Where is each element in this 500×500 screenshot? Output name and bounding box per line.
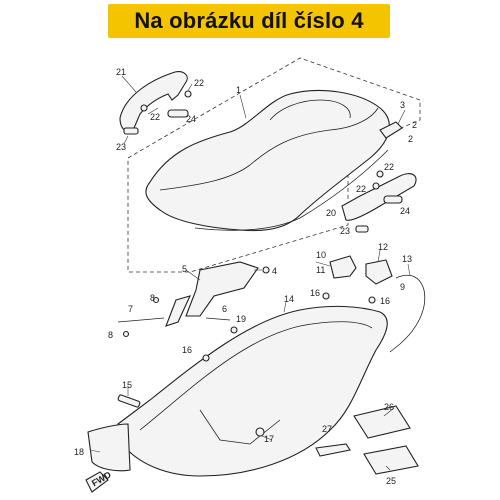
bolt-7 xyxy=(117,317,165,323)
title-banner: Na obrázku díl číslo 4 xyxy=(108,4,390,38)
callout-20: 20 xyxy=(326,208,336,218)
callout-22-topleft: 22 xyxy=(150,112,160,122)
callout-21: 21 xyxy=(116,67,126,77)
callout-24-left: 24 xyxy=(186,114,196,124)
callout-2-lower: 2 xyxy=(408,134,413,144)
callout-4: 4 xyxy=(272,266,277,276)
mat-26 xyxy=(353,405,411,439)
seat-hinge xyxy=(185,261,259,317)
callout-15: 15 xyxy=(122,380,132,390)
callout-23-left: 23 xyxy=(116,142,126,152)
callout-8-upper: 8 xyxy=(150,293,155,303)
callout-16-right: 16 xyxy=(380,296,390,306)
mat-25 xyxy=(363,445,419,475)
seat-clip xyxy=(379,121,403,139)
pad-23-left xyxy=(123,127,139,135)
callout-17: 17 xyxy=(264,434,274,444)
grab-bar-rear xyxy=(119,71,188,132)
callout-9: 9 xyxy=(400,282,405,292)
callout-6: 6 xyxy=(222,304,227,314)
lock-bracket xyxy=(365,259,393,285)
hinge-arm xyxy=(165,295,192,327)
callout-11: 11 xyxy=(316,265,325,275)
callout-16-left: 16 xyxy=(182,345,192,355)
seat-cable xyxy=(389,274,426,353)
pad-24-left xyxy=(167,109,189,118)
bolt-6 xyxy=(205,317,231,321)
callout-2-upper: 2 xyxy=(412,120,417,130)
callout-13: 13 xyxy=(402,254,412,264)
callout-23-right: 23 xyxy=(340,226,350,236)
callout-22-topright: 22 xyxy=(194,78,204,88)
pad-24-right xyxy=(383,195,403,204)
callout-7: 7 xyxy=(128,304,133,314)
seat xyxy=(145,89,390,232)
callout-27: 27 xyxy=(322,424,332,434)
callout-1: 1 xyxy=(236,85,241,95)
fwd-arrow xyxy=(85,471,109,493)
bracket-27 xyxy=(315,443,351,457)
callout-3: 3 xyxy=(400,100,405,110)
callout-19: 19 xyxy=(236,314,246,324)
callout-24-right: 24 xyxy=(400,206,410,216)
callout-25: 25 xyxy=(386,476,396,486)
grommet-17 xyxy=(255,427,265,437)
callout-16-top: 16 xyxy=(310,288,320,298)
callout-14: 14 xyxy=(284,294,294,304)
callout-12: 12 xyxy=(378,242,388,252)
callout-26: 26 xyxy=(384,402,394,412)
seat-group-outline xyxy=(127,57,421,273)
seat-lock xyxy=(329,255,357,279)
rubber-strip xyxy=(117,394,141,408)
grab-bar-side xyxy=(341,173,417,221)
storage-box xyxy=(117,305,388,477)
callout-22-midright: 22 xyxy=(384,162,394,172)
screws xyxy=(122,90,384,362)
title-text: Na obrázku díl číslo 4 xyxy=(134,8,364,33)
pad-23-right xyxy=(355,225,369,233)
callout-18: 18 xyxy=(74,447,84,457)
callout-22-lowright: 22 xyxy=(356,184,366,194)
callout-5: 5 xyxy=(182,264,187,274)
callout-10: 10 xyxy=(316,250,326,260)
front-cover xyxy=(87,423,131,472)
callout-8-lower: 8 xyxy=(108,330,113,340)
